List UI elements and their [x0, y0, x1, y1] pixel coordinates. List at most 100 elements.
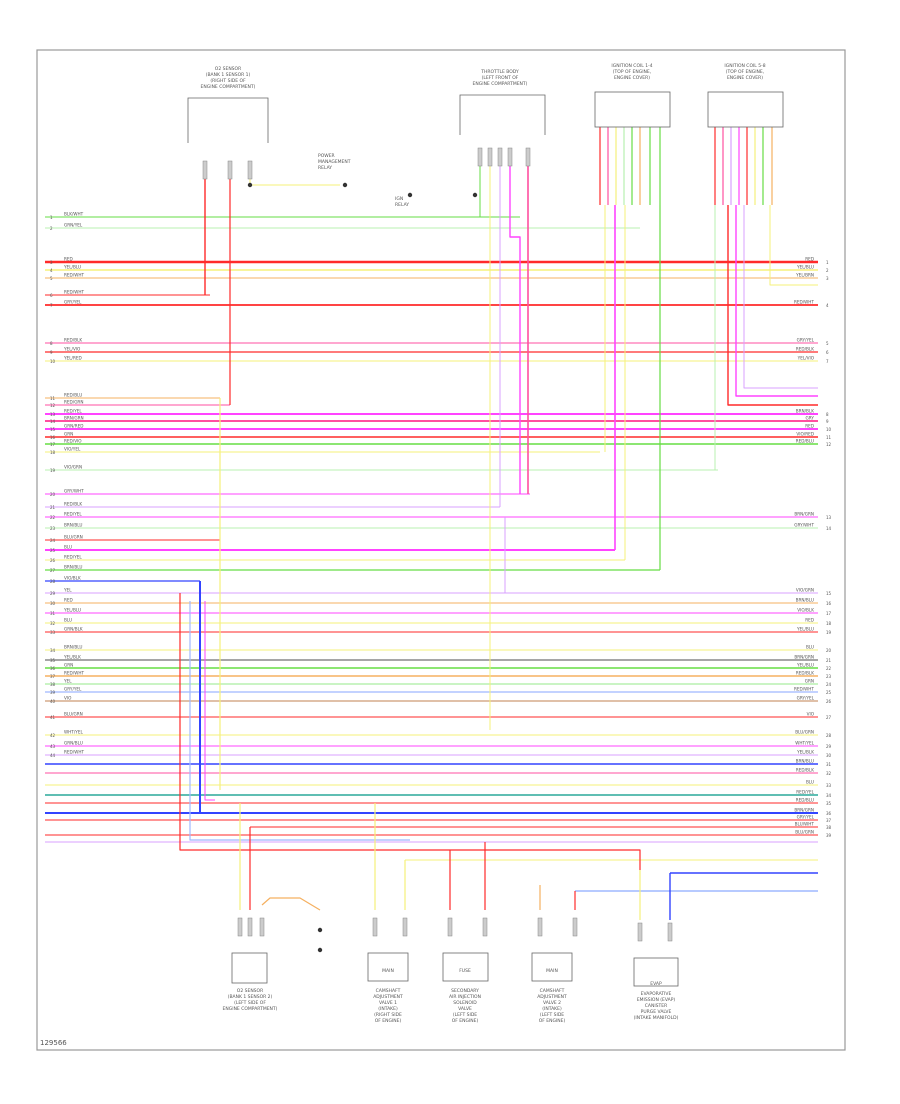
component-label-line: (INTAKE)	[542, 1006, 562, 1012]
connector-pin	[227, 160, 233, 180]
left-pin-number: 44	[50, 753, 56, 758]
ignition-coil-b-connector	[707, 91, 784, 128]
right-pin-number: 32	[826, 771, 832, 776]
left-pin-number: 26	[50, 558, 56, 563]
right-wire-label: VIO	[807, 712, 815, 717]
coil-b-wire	[743, 205, 818, 389]
component-label-line: EMISSION (EVAP)	[637, 997, 676, 1003]
connector-pin	[537, 917, 543, 937]
left-wire-label: RED/YEL	[64, 409, 82, 414]
left-wire-label: VIO/BLK	[64, 576, 81, 581]
component-label-line: (INTAKE MANIFOLD)	[634, 1015, 679, 1021]
left-pin-number: 39	[50, 690, 56, 695]
left-pin-number: 7	[50, 303, 53, 308]
component-label-line: OF ENGINE)	[539, 1018, 566, 1024]
left-wire-label: VIO/GRN	[64, 465, 82, 470]
component-layer	[187, 91, 784, 987]
box-label: MAIN	[382, 968, 394, 974]
right-wire-label: YEL/BLK	[796, 750, 814, 755]
component-label-line: THROTTLE BODY	[480, 69, 519, 75]
right-wire-label: BLU	[806, 780, 814, 785]
sensor-wire	[261, 897, 321, 911]
right-pin-number: 23	[826, 674, 832, 679]
right-pin-number: 16	[826, 601, 832, 606]
right-pin-number: 25	[826, 690, 832, 695]
component-label-line: ENGINE COVER)	[614, 75, 650, 81]
left-pin-number: 15	[50, 427, 56, 432]
left-wire-label: GRN/RED	[64, 424, 83, 429]
right-pin-number: 21	[826, 658, 832, 663]
left-wire-label: RED/YEL	[64, 512, 82, 517]
left-wire-label: RED/BLU	[64, 393, 82, 398]
component-label-line: OF ENGINE)	[375, 1018, 402, 1024]
left-pin-number: 24	[50, 538, 56, 543]
connector-pin	[247, 917, 253, 937]
component-label-line: O2 SENSOR	[237, 988, 263, 994]
camshaft-valve-1-body	[367, 952, 409, 982]
left-pin-number: 25	[50, 548, 56, 553]
right-wire-label: VIO/BLK	[797, 608, 814, 613]
left-pin-number: 10	[50, 359, 56, 364]
connector-pin	[247, 160, 253, 180]
component-label-line: (BANK 1 SENSOR 1)	[206, 72, 251, 78]
left-wire-label: GRN/YEL	[64, 223, 83, 228]
left-wire-label: GRY/YEL	[64, 300, 82, 305]
right-wire-label: GRY	[806, 416, 815, 421]
component-label-line: (TOP OF ENGINE,	[726, 69, 764, 75]
left-wire-label: RED/WHT	[64, 671, 84, 676]
left-pin-number: 2	[50, 226, 53, 231]
right-wire-label: BRN/BLK	[796, 409, 815, 414]
right-pin-number: 2	[826, 268, 829, 273]
right-wire-label: RED/BLU	[796, 439, 814, 444]
right-pin-number: 30	[826, 753, 832, 758]
left-wire-label: VIO	[64, 696, 72, 701]
component-label-line: CANISTER	[645, 1003, 668, 1009]
component-label-line: IGNITION COIL 1-4	[611, 63, 652, 69]
lower-wire	[204, 601, 215, 801]
left-pin-number: 19	[50, 468, 56, 473]
component-label-line: CAMSHAFT	[376, 988, 401, 994]
left-wire-label: YEL	[63, 588, 72, 593]
right-wire-label: RED	[805, 424, 814, 429]
left-wire-label: GRN	[64, 432, 73, 437]
right-wire-label: BLU/WHT	[795, 822, 815, 827]
component-label-line: (BANK 1 SENSOR 2)	[228, 994, 273, 1000]
component-label-line: ADJUSTMENT	[537, 994, 567, 1000]
diagram-border	[36, 49, 846, 1051]
right-pin-number: 14	[826, 526, 832, 531]
left-pin-number: 33	[50, 630, 56, 635]
right-wire-label: VIO/RED	[796, 432, 814, 437]
right-wire-label: YEL/VIO	[797, 356, 815, 361]
component-label-line: OF ENGINE)	[452, 1018, 479, 1024]
right-wire-label: RED/WHT	[794, 687, 814, 692]
left-wire-label: BLU	[64, 545, 72, 550]
connector-pin	[507, 147, 513, 167]
secondary-air-valve-body	[442, 952, 489, 982]
connector-pin	[202, 160, 208, 180]
connector-pin	[237, 917, 243, 937]
right-pin-number: 29	[826, 744, 832, 749]
splice-dot	[247, 182, 253, 188]
left-wire-label: RED	[64, 257, 73, 262]
right-wire-label: RED	[805, 257, 814, 262]
left-wire-label: RED	[64, 598, 73, 603]
right-pin-number: 19	[826, 630, 832, 635]
right-wire-label: GRY/YEL	[797, 696, 815, 701]
left-wire-label: YEL/VIO	[63, 347, 81, 352]
right-wire-label: BRN/GRN	[794, 655, 814, 660]
right-pin-number: 6	[826, 350, 829, 355]
component-label-line: IGNITION COIL 5-8	[724, 63, 765, 69]
right-wire-label: RED/WHT	[794, 300, 814, 305]
relay-feed-wire	[249, 175, 340, 186]
left-pin-number: 6	[50, 293, 53, 298]
right-wire-label: GRY/WHT	[794, 523, 814, 528]
left-pin-number: 31	[50, 611, 56, 616]
left-wire-label: BRN/BLU	[64, 523, 82, 528]
component-label-line: VALVE 1	[379, 1000, 397, 1006]
right-pin-number: 36	[826, 811, 832, 816]
component-label-line: (RIGHT SIDE OF	[210, 78, 246, 84]
right-wire-label: GRN	[805, 679, 814, 684]
right-pin-number: 38	[826, 825, 832, 830]
right-pin-number: 5	[826, 341, 829, 346]
left-pin-number: 23	[50, 526, 56, 531]
